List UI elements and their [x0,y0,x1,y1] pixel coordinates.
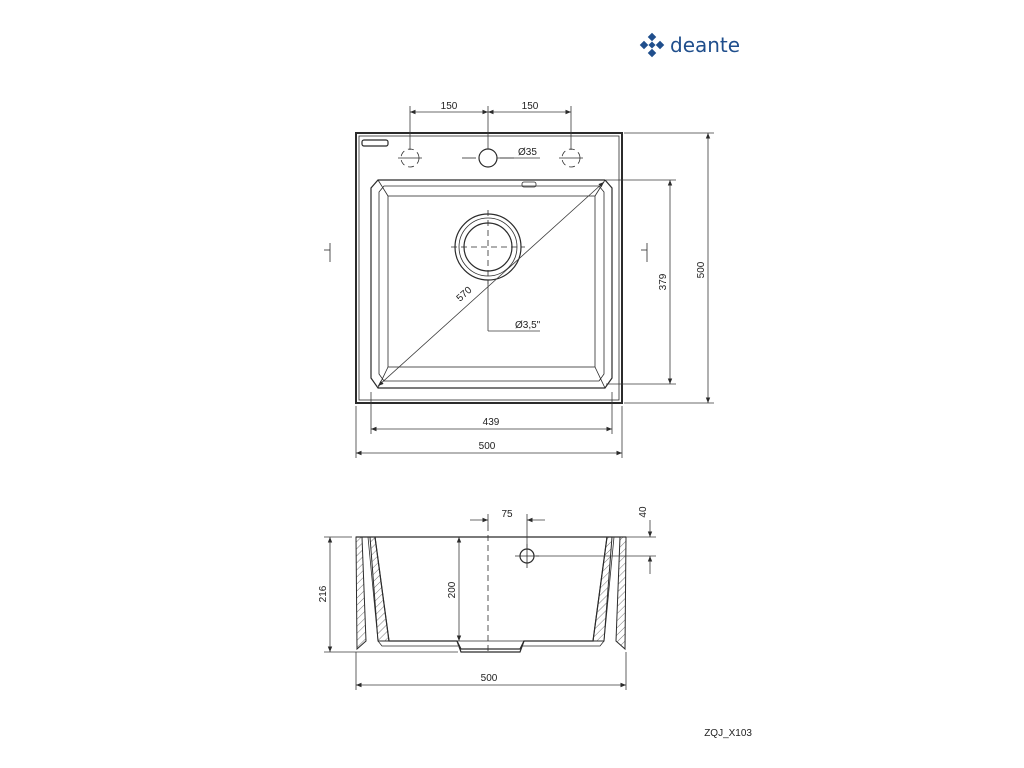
top-view: 150 150 Ø35 570 Ø3,5" 439 500 [324,101,714,458]
logo-mark-icon [639,32,665,58]
side-view: 75 40 200 216 500 [318,506,656,690]
dim-bowl-depth: 379 [658,273,669,290]
drain-body [456,640,525,653]
bowl-outer-contour-left [367,536,458,647]
dim-tap-hole: Ø35 [518,147,537,158]
dim-tap-left: 150 [441,101,458,112]
bowl-inner-contour [374,536,608,650]
drain-icon [451,210,525,284]
dim-rim: 40 [638,506,649,518]
section-marker-left [324,243,331,262]
dim-tap-right: 150 [522,101,539,112]
deante-logo: deante [639,32,740,58]
dim-bowl-height: 200 [447,581,458,598]
brand-name: deante [670,33,740,57]
dim-side-total-width: 500 [481,673,498,684]
tap-hole-right-icon [559,148,583,168]
section-marker-right [641,243,648,262]
product-code: ZQJ_X103 [704,728,752,739]
right-outer-wall [615,536,627,651]
dim-total-height: 216 [318,585,329,602]
dim-total-width: 500 [479,441,496,452]
dim-drain: Ø3,5" [515,320,541,331]
sink-outer-outline [355,132,623,404]
bowl-outer-contour-right [522,536,615,647]
tap-hole-left-icon [398,148,422,168]
dim-overflow-offset: 75 [501,509,513,520]
sink-outer-inner-outline [358,135,620,401]
overflow-slot [361,139,389,147]
bowl-bottom [387,195,596,368]
dim-total-depth: 500 [696,261,707,278]
left-outer-wall [355,536,367,651]
dim-bowl-width: 439 [483,417,500,428]
